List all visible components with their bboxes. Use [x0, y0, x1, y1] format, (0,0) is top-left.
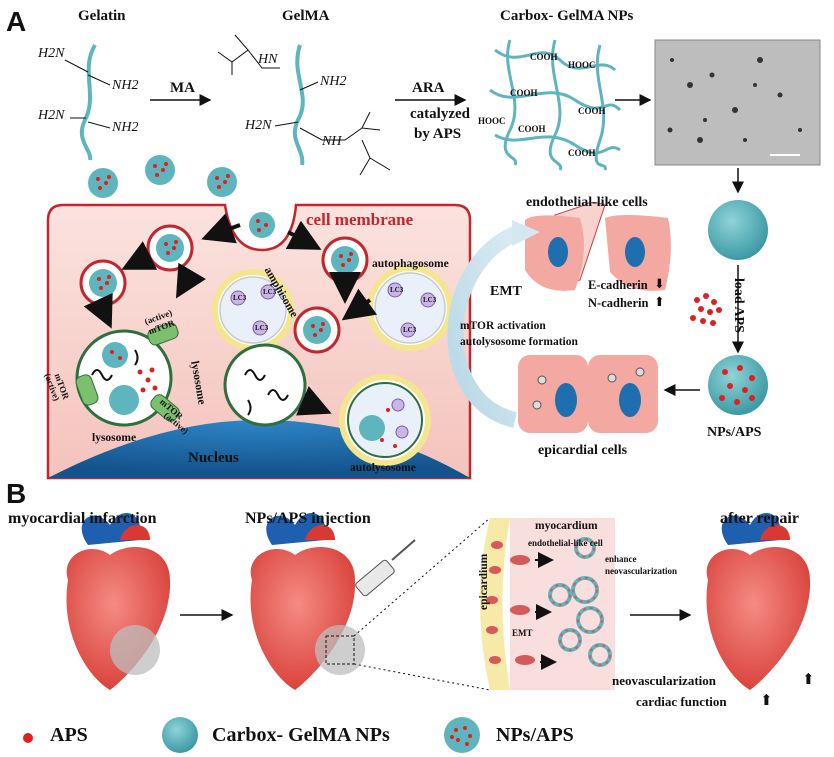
- cardiac-function-label: cardiac function: [636, 694, 727, 709]
- neovascularization-b-label: neovascularization: [612, 673, 716, 688]
- lysosome-left: [75, 329, 173, 427]
- legend-np: [162, 717, 198, 753]
- cooh-3: COOH: [578, 106, 606, 116]
- gelatin-h2n-2: H2N: [38, 108, 65, 123]
- lc3-label-3: LC3: [255, 324, 269, 332]
- e-cadherin-arrow: ⬇: [654, 276, 665, 291]
- cardiac-function-arrow: ⬆: [760, 693, 773, 709]
- panel-a-label: A: [6, 6, 27, 37]
- gelma-hn: HN: [258, 52, 278, 67]
- cooh-5: COOH: [568, 148, 596, 158]
- lc3-label-2: LC3: [263, 288, 277, 296]
- n-cadherin-label: N-cadherin: [588, 296, 649, 310]
- hooc-2: HOOC: [478, 116, 506, 126]
- hooc-1: HOOC: [568, 60, 596, 70]
- heart-2: [250, 513, 416, 690]
- by-aps-label: by APS: [414, 126, 462, 142]
- lc3-label-5: LC3: [423, 296, 437, 304]
- ara-label: ARA: [412, 80, 445, 96]
- aps-dots: [690, 293, 722, 326]
- ma-label: MA: [170, 80, 195, 96]
- lysosome-label-1: lysosome: [92, 432, 137, 444]
- carbox-nanoparticle: [708, 200, 768, 260]
- legend-npsaps-label: NPs/APS: [496, 724, 574, 746]
- autolysosome-formation-label: autolysosome formation: [460, 336, 578, 348]
- gelma-h2n: H2N: [245, 118, 272, 133]
- heart-3: [706, 513, 811, 690]
- endothelial-cells-label: endothelial-like cells: [526, 195, 648, 210]
- cooh-4: COOH: [518, 124, 546, 134]
- gelma-title: GelMA: [282, 8, 330, 24]
- gelatin-title: Gelatin: [78, 8, 126, 24]
- epicardial-cell-1: [518, 355, 588, 433]
- nps-aps-particle: [708, 355, 768, 415]
- catalyzed-label: catalyzed: [410, 106, 470, 122]
- cooh-2: COOH: [510, 88, 538, 98]
- myocardium-label: myocardium: [535, 520, 598, 532]
- gelatin-nh2-2: NH2: [112, 120, 139, 135]
- gelatin-nh2-1: NH2: [112, 78, 139, 93]
- legend-aps-dot: [23, 733, 33, 743]
- enhance-label: enhance: [605, 554, 637, 564]
- gelma-nh: NH: [322, 134, 342, 149]
- lc3-label-1: LC3: [233, 294, 247, 302]
- emt-b-label: EMT: [512, 628, 533, 638]
- heart-1: [66, 513, 171, 690]
- panel-b-label: B: [6, 478, 27, 509]
- gelatin-structure: [64, 43, 111, 161]
- neovascularization-label: neovascularization: [605, 566, 677, 576]
- carbox-title: Carbox- GelMA NPs: [500, 8, 634, 24]
- tem-image: [654, 39, 821, 166]
- incoming-particles: [88, 155, 237, 198]
- gelma-nh2: NH2: [320, 74, 347, 89]
- lc3-label-4: LC3: [390, 286, 404, 294]
- after-repair-label: after repair: [720, 510, 799, 527]
- epicardium-label: epicardium: [478, 553, 490, 610]
- nucleus-label: Nucleus: [188, 450, 239, 466]
- lc3-label-6: LC3: [403, 326, 417, 334]
- injection-label: NPs/APS injection: [245, 510, 371, 527]
- cooh-1: COOH: [530, 52, 558, 62]
- epicardial-cells-label: epicardial cells: [538, 443, 628, 458]
- endothelial-like-cell-label: endothelial-like cell: [528, 538, 603, 548]
- autophagosomes: [212, 265, 453, 351]
- gelatin-h2n-1: H2N: [38, 46, 65, 61]
- neovascularization-arrow: ⬆: [802, 672, 815, 688]
- myocardium-detail: [480, 518, 615, 690]
- autolysosome-label: autolysosome: [350, 462, 416, 474]
- endosomes: [79, 224, 369, 354]
- autophagosome-label: autophagosome: [372, 258, 449, 270]
- carbox-gelma-network: [489, 39, 622, 171]
- legend-aps-label: APS: [50, 724, 88, 746]
- n-cadherin-arrow: ⬆: [654, 294, 665, 309]
- gelma-structure: [217, 34, 391, 176]
- nps-aps-label: NPs/APS: [707, 425, 762, 440]
- mtor-activation-label: mTOR activation: [460, 320, 546, 332]
- mi-label: myocardial infarction: [8, 510, 157, 527]
- e-cadherin-label: E-cadherin: [588, 278, 648, 292]
- legend-carbox-label: Carbox- GelMA NPs: [212, 724, 390, 746]
- lysosome-middle: [223, 343, 307, 427]
- cell-membrane-label: cell membrane: [306, 210, 414, 229]
- load-aps-label: load APS: [731, 278, 746, 333]
- legend-npsaps: [444, 717, 480, 753]
- emt-label: EMT: [490, 284, 522, 299]
